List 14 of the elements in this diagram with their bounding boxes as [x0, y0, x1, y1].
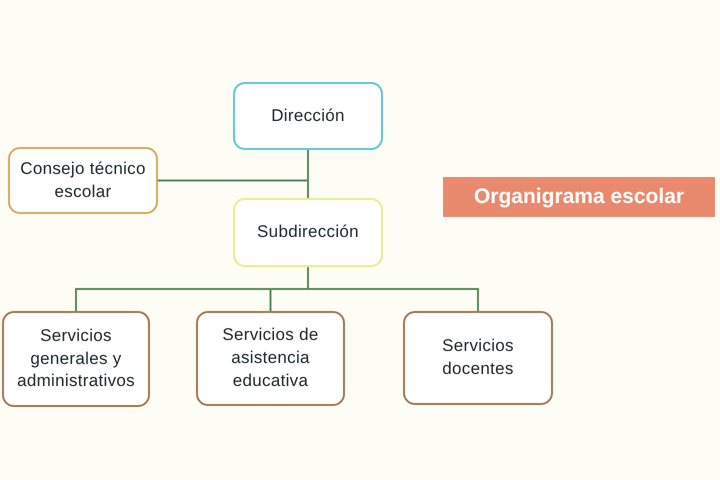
org-box [8, 147, 158, 214]
box-label: Subdirección [257, 221, 359, 244]
box-label: Servicios generales y administrativos [16, 324, 136, 392]
box-label: Servicios docentes [441, 335, 515, 380]
org-box [2, 311, 150, 407]
org-box [403, 311, 553, 405]
title-banner: Organigrama escolar [443, 177, 715, 217]
box-label: Consejo técnico escolar [19, 158, 147, 202]
org-box [196, 311, 345, 406]
box-label: Dirección [271, 104, 345, 127]
connector-line [158, 150, 309, 182]
org-box [233, 82, 383, 150]
box-label: Servicios de asistencia educativa [221, 324, 320, 392]
org-box [233, 198, 383, 267]
